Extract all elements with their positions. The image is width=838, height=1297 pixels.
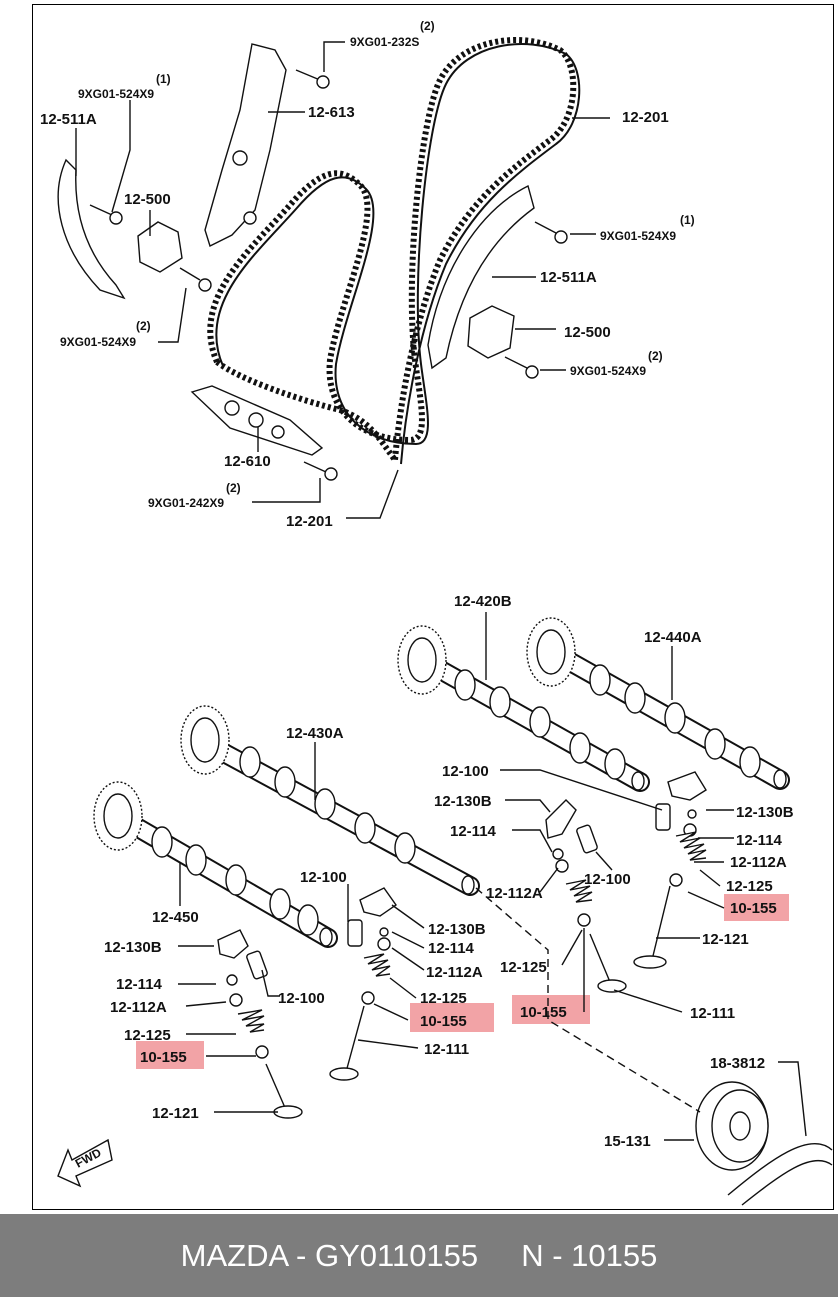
label-12-100-b: 12-100 (584, 871, 631, 888)
label-12-130B-a: 12-130B (434, 793, 492, 810)
label-10-155-d: 10-155 (140, 1049, 187, 1066)
label-12-500-left: 12-500 (124, 191, 171, 208)
label-10-155-a: 10-155 (730, 900, 777, 917)
label-12-125-c: 12-125 (500, 959, 547, 976)
bolt-icons-upper (89, 69, 568, 481)
label-12-100-c: 12-100 (300, 869, 347, 886)
label-12-440A: 12-440A (644, 629, 702, 646)
label-12-112A-d: 12-112A (110, 999, 167, 1016)
label-12-511A-left: 12-511A (40, 111, 97, 128)
camshaft-12-450 (93, 781, 338, 948)
bolt-qty-1: (1) (156, 72, 171, 86)
label-12-450: 12-450 (152, 909, 199, 926)
label-12-112A-b: 12-112A (730, 854, 787, 871)
highlight-10-155-c (512, 995, 590, 1024)
label-12-111-a: 12-111 (424, 1041, 469, 1058)
label-12-114-c: 12-114 (428, 940, 475, 957)
bolt-code-5: 9XG01-524X9 (570, 364, 646, 378)
label-12-125-b: 12-125 (420, 990, 467, 1007)
label-10-155-b: 10-155 (420, 1013, 467, 1030)
camshafts (93, 617, 790, 948)
highlight-10-155-b (410, 1003, 494, 1032)
label-12-125-a: 12-125 (726, 878, 773, 895)
label-12-130B-b: 12-130B (736, 804, 794, 821)
bolt-code-3: 9XG01-524X9 (600, 229, 676, 243)
bolt-labels: (1) 9XG01-524X9 (2) 9XG01-232S (1) 9XG01… (60, 19, 695, 510)
label-12-610: 12-610 (224, 453, 271, 470)
tensioner-arm-12-613 (204, 43, 287, 247)
diagram-frame (32, 4, 834, 1210)
label-12-100-a: 12-100 (442, 763, 489, 780)
label-12-112A-a: 12-112A (486, 885, 543, 902)
label-12-201-top: 12-201 (622, 109, 669, 126)
bolt-code-1: 9XG01-524X9 (78, 87, 154, 101)
part-labels: 12-511A 12-500 12-613 12-201 12-511A 12-… (40, 104, 794, 1150)
footer-part-number: MAZDA - GY0110155 N - 10155 (180, 1238, 658, 1273)
chain-guide-right (427, 184, 535, 370)
label-12-121-a: 12-121 (702, 931, 749, 948)
label-18-3812: 18-3812 (710, 1055, 765, 1072)
footer-bar: MAZDA - GY0110155 N - 10155 (0, 1214, 838, 1297)
bolt-code-4: 9XG01-524X9 (60, 335, 136, 349)
leaders-upper (75, 41, 610, 519)
label-12-420B: 12-420B (454, 593, 512, 610)
chain-guide-left (57, 158, 126, 300)
tensioner-right (467, 305, 515, 359)
label-12-111-b: 12-111 (690, 1005, 735, 1022)
bolt-qty-2: (2) (420, 19, 435, 33)
fwd-arrow-icon: FWD (57, 1138, 113, 1188)
label-10-155-c: 10-155 (520, 1004, 567, 1021)
camshaft-12-440A (526, 617, 790, 790)
bolt-code-2: 9XG01-232S (350, 35, 419, 49)
label-15-131: 15-131 (604, 1133, 651, 1150)
label-12-201-bottom: 12-201 (286, 513, 333, 530)
label-12-114-b: 12-114 (736, 832, 783, 849)
label-12-114-a: 12-114 (450, 823, 497, 840)
label-12-500-right: 12-500 (564, 324, 611, 341)
label-12-430A: 12-430A (286, 725, 344, 742)
bolt-qty-3: (1) (680, 213, 695, 227)
bolt-qty-6: (2) (226, 481, 241, 495)
timing-chain-upper (207, 37, 581, 465)
tensioner-left (137, 221, 183, 273)
label-12-130B-c: 12-130B (428, 921, 486, 938)
camshaft-12-430A (180, 705, 480, 896)
label-12-511A-right: 12-511A (540, 269, 597, 286)
highlight-10-155-d (136, 1041, 204, 1069)
highlight-10-155-a (724, 894, 789, 921)
parts-diagram: FWD 12-511A 12-500 12-613 12-201 12-511A… (40, 19, 833, 1206)
label-12-130B-d: 12-130B (104, 939, 162, 956)
label-12-121-b: 12-121 (152, 1105, 199, 1122)
bolt-qty-4: (2) (136, 319, 151, 333)
leaders-lower (178, 612, 807, 1141)
label-12-112A-c: 12-112A (426, 964, 483, 981)
label-12-114-d: 12-114 (116, 976, 163, 993)
label-12-125-d: 12-125 (124, 1027, 171, 1044)
camshaft-12-420B (397, 625, 650, 792)
bolt-qty-5: (2) (648, 349, 663, 363)
label-12-613: 12-613 (308, 104, 355, 121)
label-12-100-d: 12-100 (278, 990, 325, 1007)
bolt-code-6: 9XG01-242X9 (148, 496, 224, 510)
valve-train-parts (217, 771, 833, 1206)
